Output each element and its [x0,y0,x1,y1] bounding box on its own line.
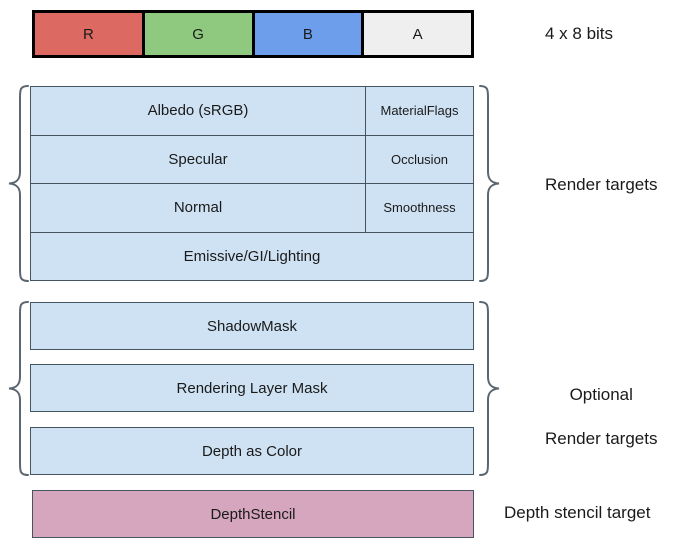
left-curly-brace-optional-icon [6,300,30,477]
render-target-alpha-materialflags: MaterialFlags [380,103,459,119]
rgba-channel-bar: R G B A [32,10,474,58]
render-targets-table: Albedo (sRGB) MaterialFlags Specular Occ… [30,86,474,281]
render-target-main-emissive: Emissive/GI/Lighting [183,248,321,266]
depth-stencil-side-label: Depth stencil target [504,503,651,522]
channel-bar-side-label: 4 x 8 bits [545,24,614,43]
render-target-alpha-occlusion: Occlusion [390,151,449,167]
render-target-row-specular: Specular Occlusion [31,135,473,184]
render-target-alpha-smoothness: Smoothness [383,200,456,216]
optional-render-target-depth-as-color: Depth as Color [30,427,474,475]
render-target-main-albedo: Albedo (sRGB) [31,87,366,135]
channel-cell-a: A [364,13,471,55]
render-target-main-specular: Specular [31,135,366,183]
optional-render-target-shadowmask: ShadowMask [30,302,474,350]
render-target-row-albedo: Albedo (sRGB) MaterialFlags [31,87,473,136]
right-curly-brace-optional-icon [478,300,502,477]
optional-label-line-1: Optional [569,385,633,404]
render-target-row-normal: Normal Smoothness [31,184,473,233]
right-curly-brace-icon [478,84,502,283]
optional-render-target-rendering-layer-mask: Rendering Layer Mask [30,364,474,412]
render-target-row-emissive: Emissive/GI/Lighting [31,233,473,282]
optional-render-targets-side-label: Optional Render targets [545,362,657,450]
render-targets-side-label: Render targets [545,175,658,194]
channel-cell-b: B [254,13,365,55]
render-target-main-normal: Normal [31,184,366,232]
left-curly-brace-icon [6,84,30,283]
channel-cell-r: R [35,13,145,55]
optional-label-line-2: Render targets [545,429,658,448]
depth-stencil-bar: DepthStencil [32,490,474,538]
channel-cell-g: G [144,13,255,55]
